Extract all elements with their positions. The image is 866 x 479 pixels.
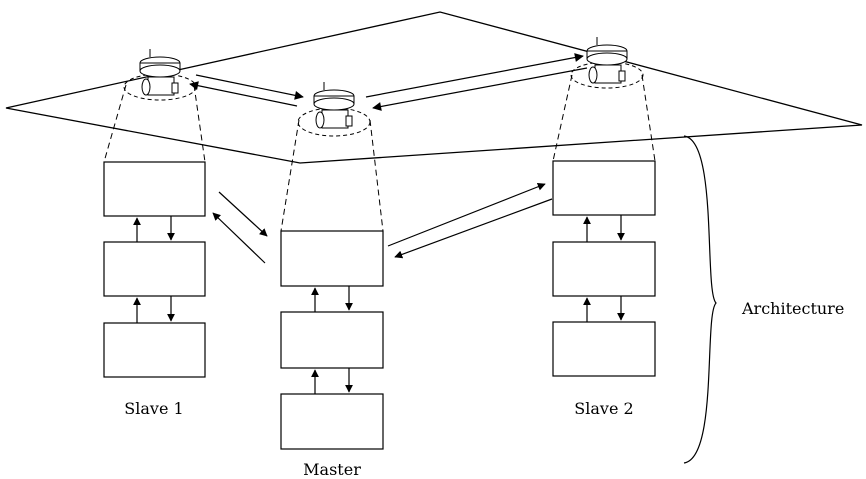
projection-lines [103,74,656,232]
slave2-label: Slave 2 [574,399,633,418]
slave1-architecture-stack [103,161,206,378]
robot-link-master-slave2 [365,53,588,111]
slave2-architecture-stack [552,160,656,377]
slave1-layer-2 [103,241,206,297]
master-layer-3 [280,393,384,450]
master-layer-1 [280,230,384,287]
master-architecture-stack [280,230,384,450]
slave2-layer-3 [552,321,656,377]
environment-plane [5,11,863,164]
slave1-label: Slave 1 [124,399,183,418]
master-label: Master [303,460,361,479]
slave1-layer-1 [103,161,206,217]
stack-link-slave1-master [212,191,268,264]
robot-master-icon [297,82,371,137]
slave1-layer-3 [103,322,206,378]
robot-slave2-icon [570,37,644,89]
master-layer-2 [280,311,384,369]
slave2-layer-1 [552,160,656,216]
stack-link-master-slave2 [387,182,553,259]
robot-link-slave1-master [189,74,304,107]
architecture-label: Architecture [741,299,844,318]
architecture-brace [683,135,717,464]
robot-slave1-icon [123,49,197,101]
slave2-layer-2 [552,241,656,297]
